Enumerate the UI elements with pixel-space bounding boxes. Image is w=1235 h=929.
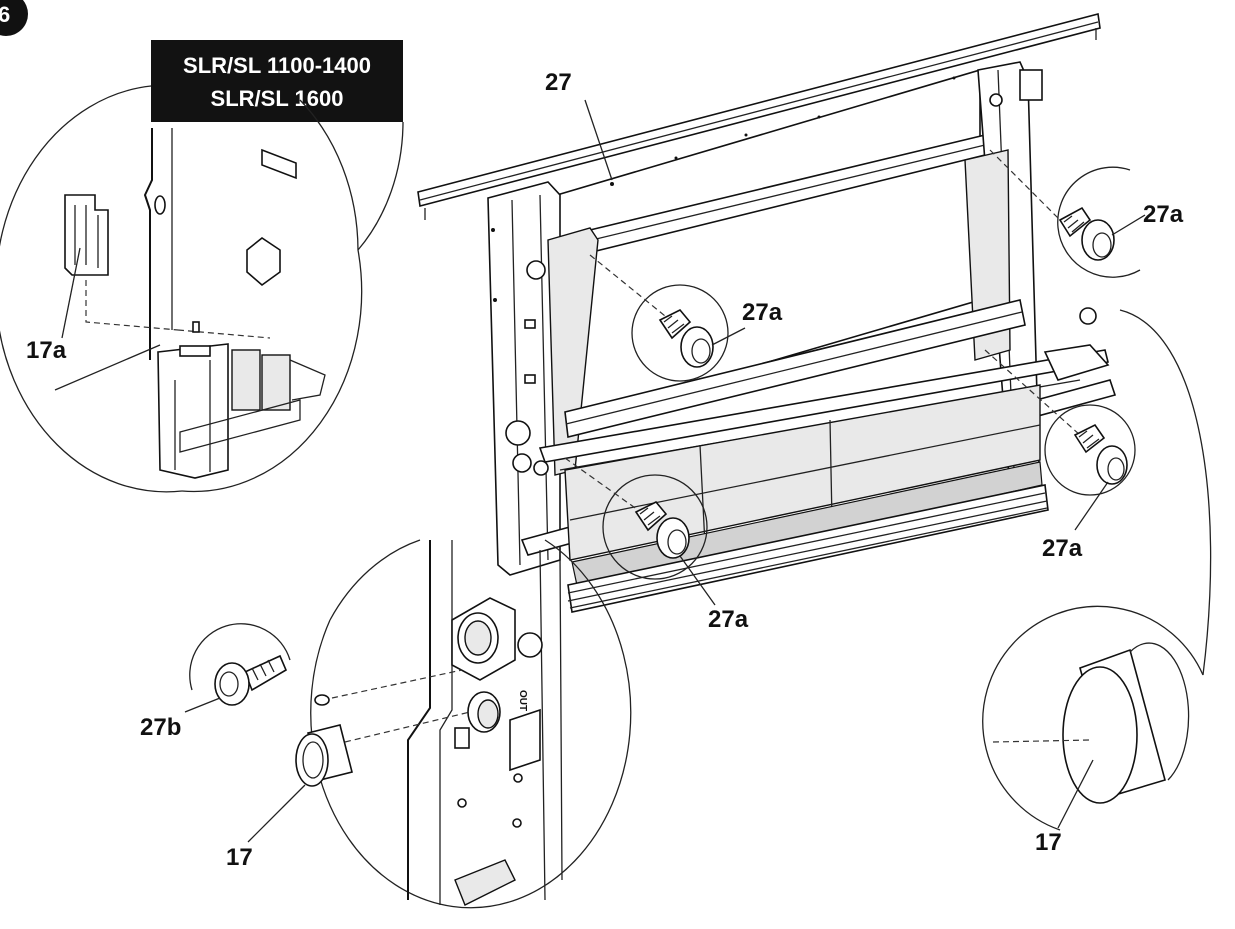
cap-17-part [1062, 642, 1190, 804]
panel-connector [451, 597, 516, 681]
detail-circle-screw-lower-middle [564, 457, 708, 580]
callout-screw-lower-middle: 27a [708, 606, 749, 633]
bottom-grille [567, 484, 1049, 613]
detail-circle-screw-top-right [989, 149, 1141, 278]
bracket-17a-part [64, 194, 109, 276]
screw-top-right [1058, 206, 1115, 261]
screw-upper-middle [658, 309, 714, 368]
callout-bracket: 17a [26, 337, 67, 364]
screw-lower-middle [634, 501, 690, 559]
step-badge-number: 6 [0, 2, 10, 27]
detail-circle-bracket [0, 85, 404, 493]
detail-circle-cap [982, 309, 1212, 831]
screw-lower-right [1073, 423, 1128, 485]
callout-panel: 27 [545, 69, 572, 96]
bushing-17-part [295, 724, 353, 787]
callout-screw-top-right: 27a [1143, 201, 1184, 228]
detail-circle-screw-lower-right [984, 349, 1136, 496]
screw-27b-part [214, 654, 288, 706]
model-banner-line-1: SLR/SL 1100-1400 [183, 53, 371, 78]
callout-screw-upper-middle: 27a [742, 299, 783, 326]
model-banner: SLR/SL 1100-1400 SLR/SL 1600 [151, 40, 403, 122]
main-assembly [417, 12, 1117, 613]
callout-screw-27b: 27b [140, 714, 181, 741]
svg-text:OUT: OUT [517, 690, 528, 711]
callout-screw-lower-right: 27a [1042, 535, 1083, 562]
model-banner-line-2: SLR/SL 1600 [211, 86, 344, 111]
detail-circle-side-panel: OUT [295, 539, 632, 909]
callout-bushing: 17 [226, 844, 253, 871]
callout-cap: 17 [1035, 829, 1062, 856]
detail-circle-screw-upper-middle [589, 254, 729, 382]
step-badge: 6 [0, 0, 28, 36]
detail-circle-screw-27b [189, 623, 291, 706]
